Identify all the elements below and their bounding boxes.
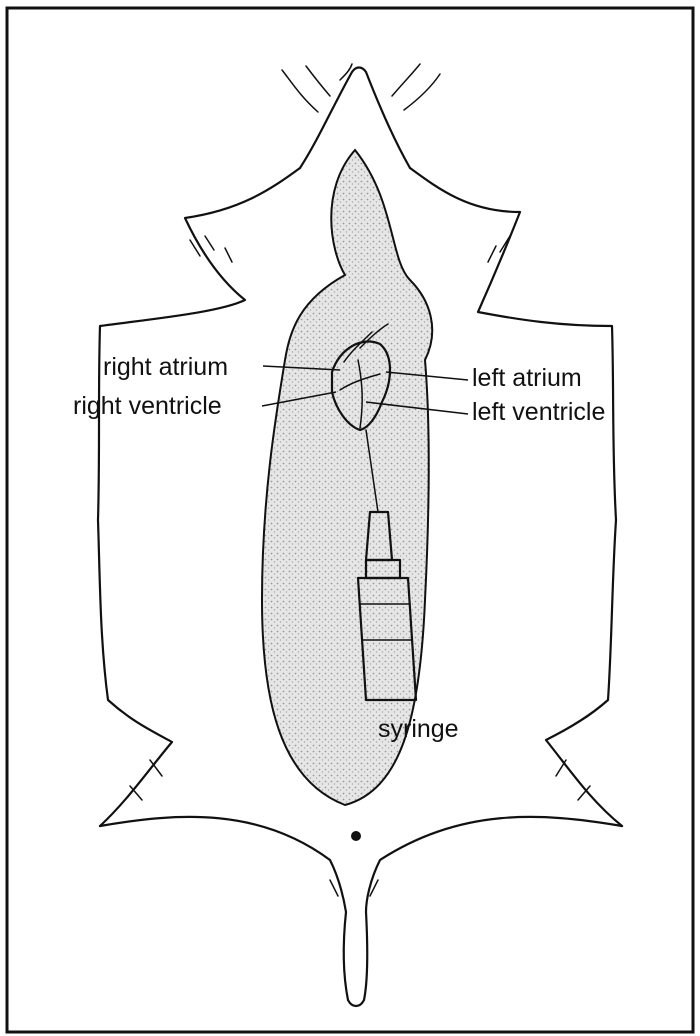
label-right-atrium: right atrium	[103, 353, 228, 381]
label-syringe: syringe	[378, 715, 459, 743]
label-left-atrium: left atrium	[472, 364, 582, 392]
label-right-ventricle: right ventricle	[73, 392, 222, 420]
label-left-ventricle: left ventricle	[472, 398, 605, 426]
body-cavity	[262, 150, 432, 805]
